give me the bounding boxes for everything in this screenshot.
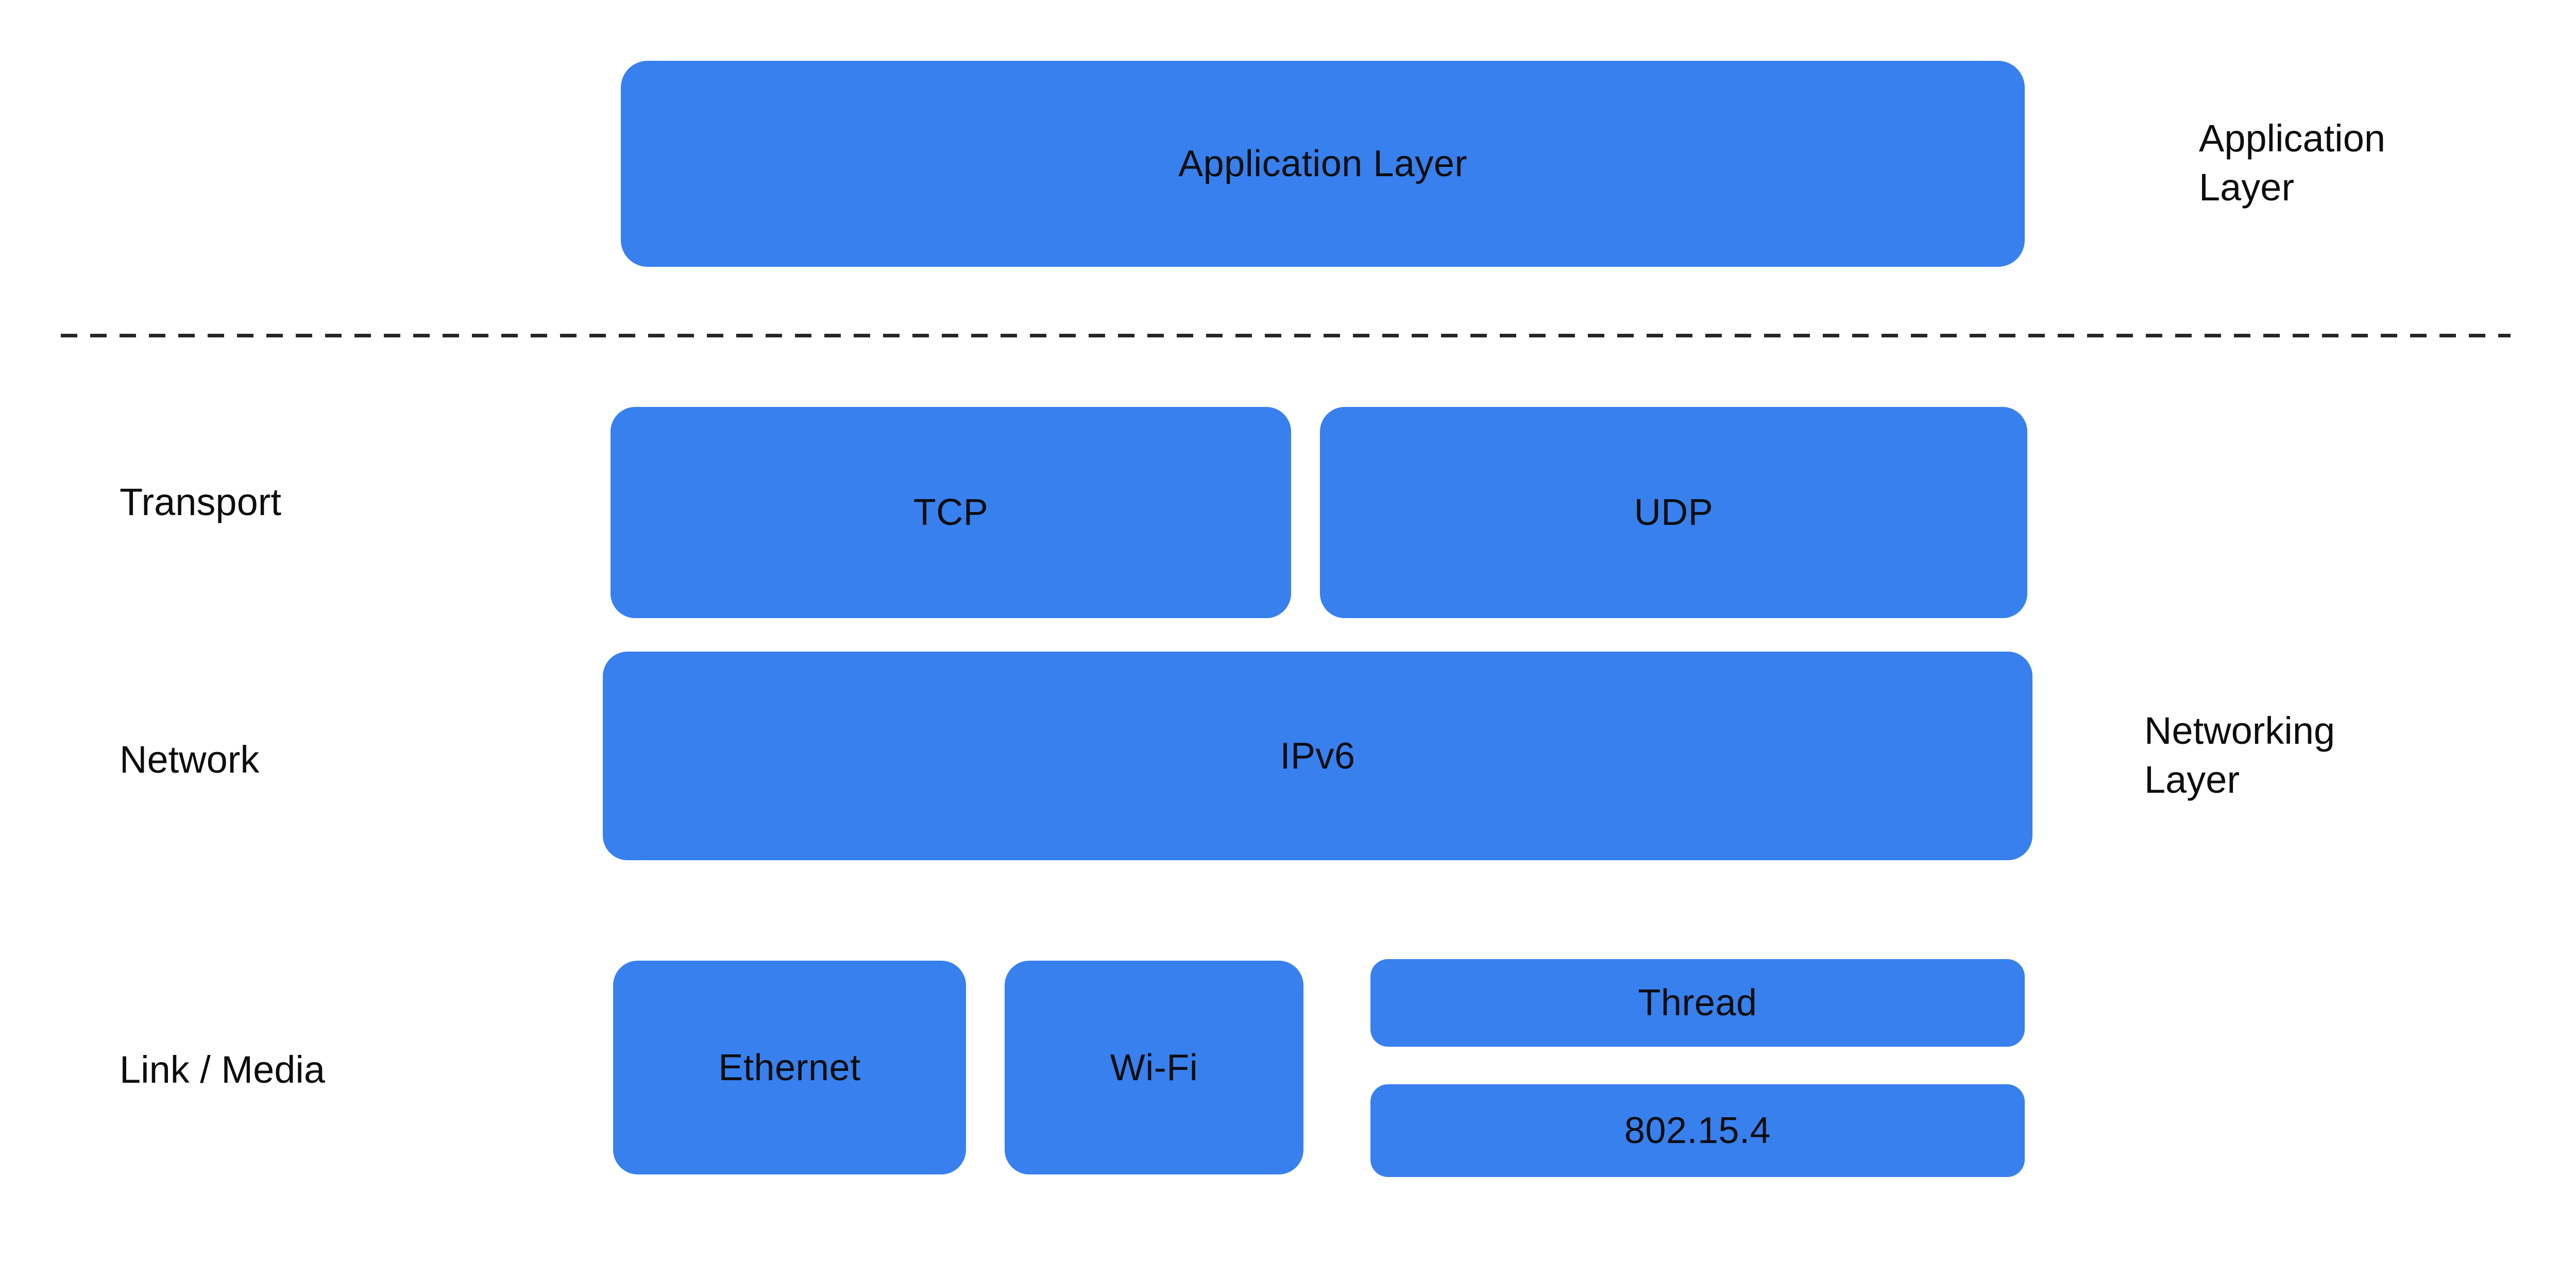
protocol-box-ipv6[interactable]: IPv6	[603, 652, 2032, 860]
protocol-box-label-thread: Thread	[1638, 982, 1757, 1024]
protocol-box-label-ethernet: Ethernet	[718, 1047, 861, 1088]
protocol-box-ieee-802-15-4[interactable]: 802.15.4	[1370, 1084, 2025, 1177]
protocol-box-thread[interactable]: Thread	[1370, 959, 2025, 1047]
dashed-divider	[61, 334, 2511, 337]
row-label-network: Network	[120, 738, 260, 781]
protocol-box-wifi[interactable]: Wi-Fi	[1005, 961, 1303, 1174]
protocol-box-application-layer[interactable]: Application Layer	[621, 61, 2025, 267]
protocol-box-udp[interactable]: UDP	[1320, 407, 2027, 618]
row-label-transport: Transport	[120, 481, 281, 523]
protocol-box-label-udp: UDP	[1634, 492, 1714, 533]
protocol-box-label-application-layer: Application Layer	[1178, 143, 1467, 184]
protocol-box-label-wifi: Wi-Fi	[1110, 1047, 1198, 1088]
protocol-box-ethernet[interactable]: Ethernet	[613, 961, 966, 1174]
row-label-link-media: Link / Media	[120, 1048, 325, 1091]
protocol-box-label-ipv6: IPv6	[1280, 735, 1355, 777]
protocol-box-label-tcp: TCP	[913, 492, 989, 533]
protocol-box-label-ieee-802-15-4: 802.15.4	[1624, 1110, 1771, 1151]
protocol-box-tcp[interactable]: TCP	[611, 407, 1291, 618]
group-label-networking-layer: Networking Layer	[2144, 709, 2335, 801]
group-label-application-layer: Application Layer	[2199, 117, 2386, 209]
